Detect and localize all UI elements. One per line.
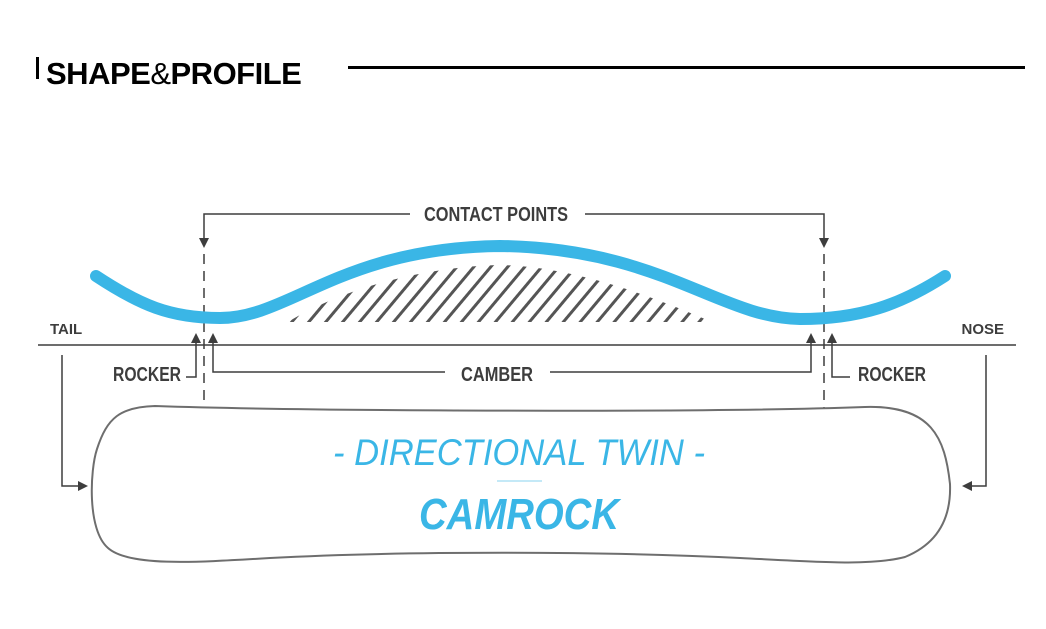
shape-label: - DIRECTIONAL TWIN - bbox=[333, 432, 705, 473]
nose-label: NOSE bbox=[961, 321, 1004, 338]
rocker-left-bracket bbox=[186, 340, 197, 378]
arrow-up-icon bbox=[806, 333, 816, 343]
contact-points-label: CONTACT POINTS bbox=[424, 204, 568, 226]
rocker-right-label: ROCKER bbox=[858, 364, 926, 386]
page-title: SHAPE&PROFILE bbox=[46, 56, 302, 92]
title-shape: SHAPE bbox=[46, 56, 151, 91]
header-rule bbox=[348, 66, 1025, 69]
arrow-down-icon bbox=[199, 238, 209, 248]
arrow-left-icon bbox=[962, 481, 972, 491]
nose-arrow-line bbox=[970, 355, 987, 487]
rocker-left-label: ROCKER bbox=[113, 364, 181, 386]
arrow-up-icon bbox=[191, 333, 201, 343]
rocker-right-bracket bbox=[831, 340, 850, 378]
arrow-up-icon bbox=[208, 333, 218, 343]
tail-label: TAIL bbox=[50, 321, 82, 338]
camber-label: CAMBER bbox=[461, 364, 533, 386]
camber-bracket-right bbox=[550, 340, 812, 373]
camber-bracket-left bbox=[212, 340, 445, 373]
tail-arrow-line bbox=[61, 355, 80, 487]
board-profile-curve bbox=[90, 239, 951, 326]
camber-hatch bbox=[288, 265, 712, 322]
title-profile: PROFILE bbox=[170, 56, 302, 91]
section-header: SHAPE&PROFILE bbox=[36, 52, 1036, 96]
title-ampersand: & bbox=[150, 56, 171, 91]
profile-label: CAMROCK bbox=[419, 490, 622, 539]
arrow-down-icon bbox=[819, 238, 829, 248]
contact-points-bracket bbox=[203, 213, 825, 242]
arrow-right-icon bbox=[78, 481, 88, 491]
arrow-up-icon bbox=[827, 333, 837, 343]
title-accent-bar bbox=[36, 57, 39, 79]
board-outline bbox=[90, 404, 952, 564]
